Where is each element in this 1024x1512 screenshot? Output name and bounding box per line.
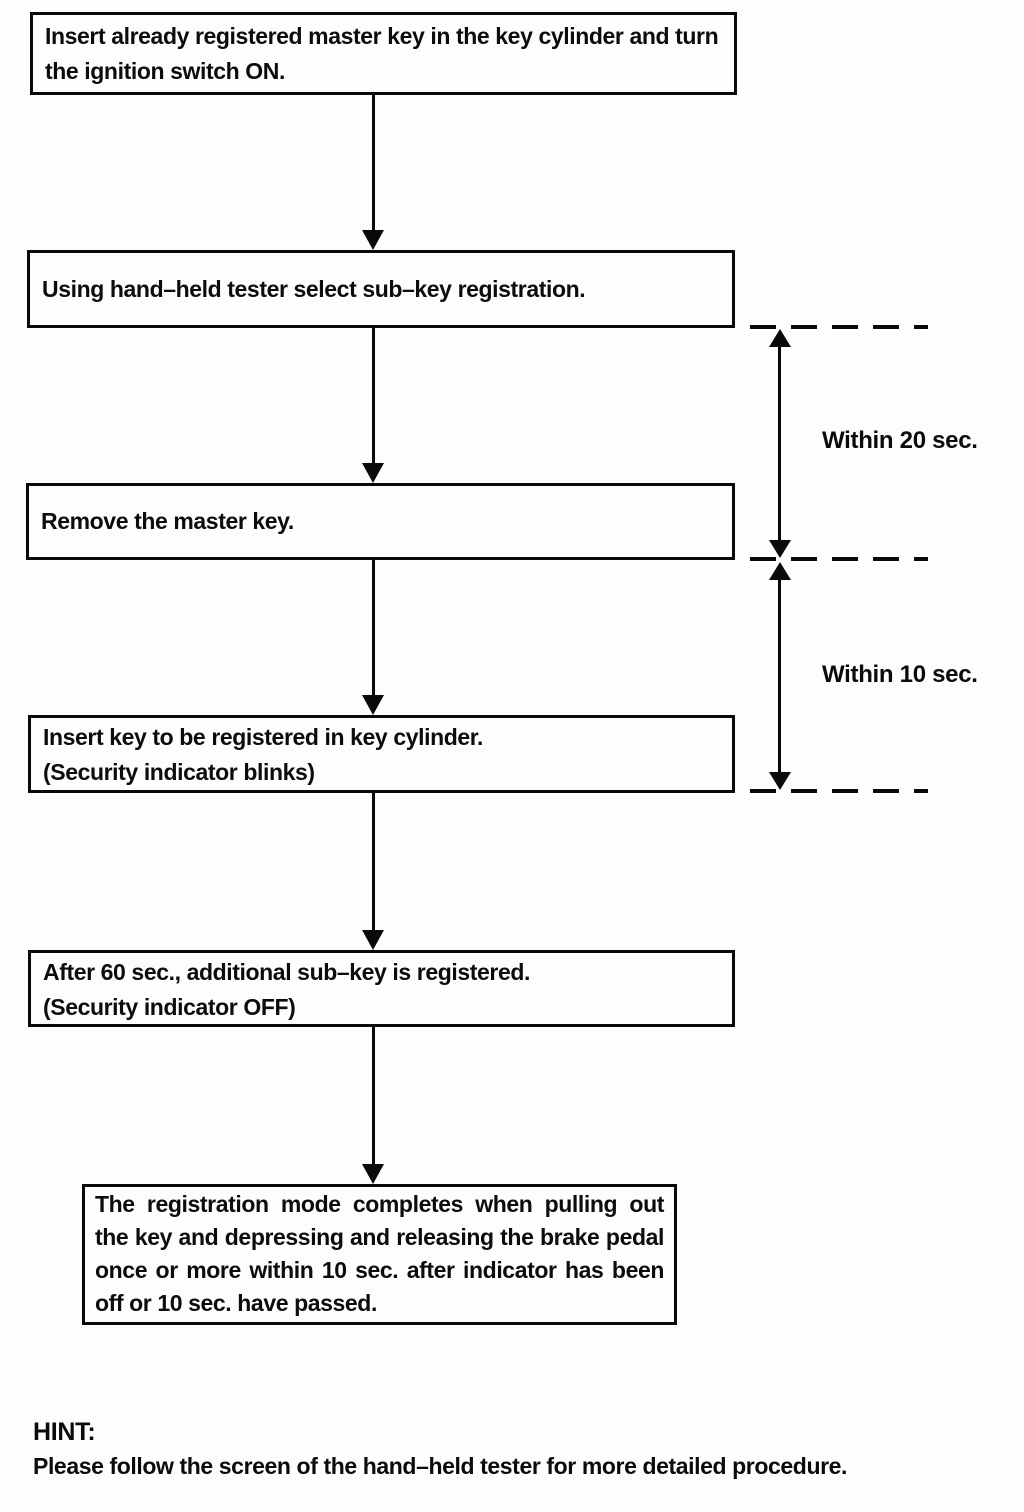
flow-step-4-text-line-2: (Security indicator blinks)	[43, 759, 315, 785]
timing-range-arrow-10s	[769, 562, 791, 790]
flow-step-box-1: Insert already registered master key in …	[30, 12, 737, 95]
connector-line-5	[372, 1027, 375, 1166]
arrowhead-down-icon	[769, 540, 791, 558]
arrow-line	[778, 339, 781, 548]
arrow-line	[778, 572, 781, 780]
flow-step-5-text-line-1: After 60 sec., additional sub–key is reg…	[43, 959, 531, 985]
flow-step-1-text: Insert already registered master key in …	[45, 23, 719, 84]
flow-step-box-3: Remove the master key.	[26, 483, 735, 560]
arrowhead-down-icon	[362, 1164, 384, 1184]
flow-step-6-text: The registration mode completes when pul…	[95, 1191, 664, 1316]
timing-dashed-line-1	[750, 325, 928, 329]
flow-step-5-text-line-2: (Security indicator OFF)	[43, 994, 296, 1020]
arrowhead-down-icon	[362, 695, 384, 715]
flow-step-box-5: After 60 sec., additional sub–key is reg…	[28, 950, 735, 1027]
arrowhead-up-icon	[769, 329, 791, 347]
arrowhead-down-icon	[362, 463, 384, 483]
hint-text: Please follow the screen of the hand–hel…	[33, 1453, 848, 1479]
flow-step-2-text: Using hand–held tester select sub–key re…	[42, 275, 586, 302]
flow-step-3-text: Remove the master key.	[41, 508, 294, 534]
connector-line-1	[372, 95, 375, 232]
arrowhead-down-icon	[362, 930, 384, 950]
arrowhead-down-icon	[769, 772, 791, 790]
connector-line-4	[372, 793, 375, 932]
flow-step-box-2: Using hand–held tester select sub–key re…	[27, 250, 735, 328]
flow-step-box-6: The registration mode completes when pul…	[82, 1184, 677, 1325]
connector-line-3	[372, 560, 375, 697]
connector-line-2	[372, 328, 375, 465]
timing-range-arrow-20s	[769, 329, 791, 558]
timing-dashed-line-2	[750, 557, 928, 561]
arrowhead-down-icon	[362, 230, 384, 250]
arrowhead-up-icon	[769, 562, 791, 580]
flow-step-box-4: Insert key to be registered in key cylin…	[28, 715, 735, 793]
hint-title: HINT:	[33, 1418, 96, 1446]
flow-step-4-text-line-1: Insert key to be registered in key cylin…	[43, 724, 484, 750]
timing-label-20s: Within 20 sec.	[822, 427, 978, 454]
timing-dashed-line-3	[750, 789, 928, 793]
timing-label-10s: Within 10 sec.	[822, 661, 978, 688]
